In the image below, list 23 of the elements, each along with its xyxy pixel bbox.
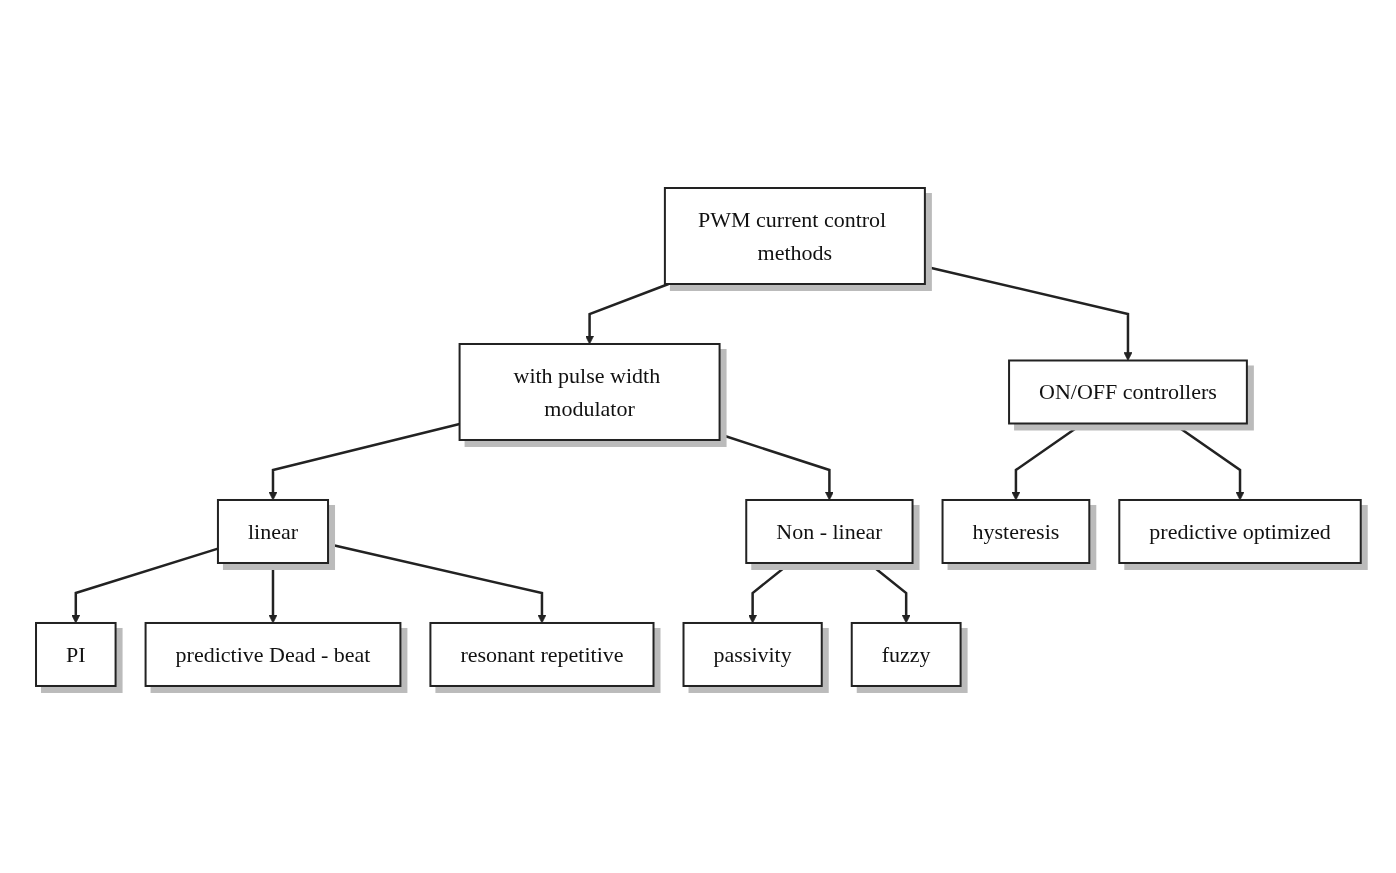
arrow — [747, 561, 791, 623]
node-box: ON/OFF controllers — [1007, 359, 1248, 424]
node-box: predictive optimized — [1117, 498, 1362, 564]
node-box: Non - linear — [744, 498, 914, 564]
node-box: with pulse width modulator — [458, 342, 721, 441]
arrow — [584, 282, 669, 344]
arrow — [327, 542, 546, 623]
node-box: resonant repetitive — [429, 621, 655, 687]
arrow — [71, 546, 218, 623]
node-box: hysteresis — [941, 498, 1090, 564]
arrow — [718, 432, 834, 500]
arrow — [867, 561, 911, 623]
arrow — [924, 264, 1132, 361]
node-box: predictive Dead - beat — [144, 621, 402, 687]
arrow — [1172, 421, 1245, 500]
arrow — [268, 562, 277, 623]
node-box: passivity — [682, 621, 823, 687]
node-box: linear — [216, 498, 329, 564]
node-box: PWM current control methods — [663, 186, 926, 285]
arrow — [268, 422, 460, 500]
node-box: fuzzy — [850, 621, 962, 687]
arrow — [1011, 421, 1084, 500]
node-box: PI — [34, 621, 117, 687]
